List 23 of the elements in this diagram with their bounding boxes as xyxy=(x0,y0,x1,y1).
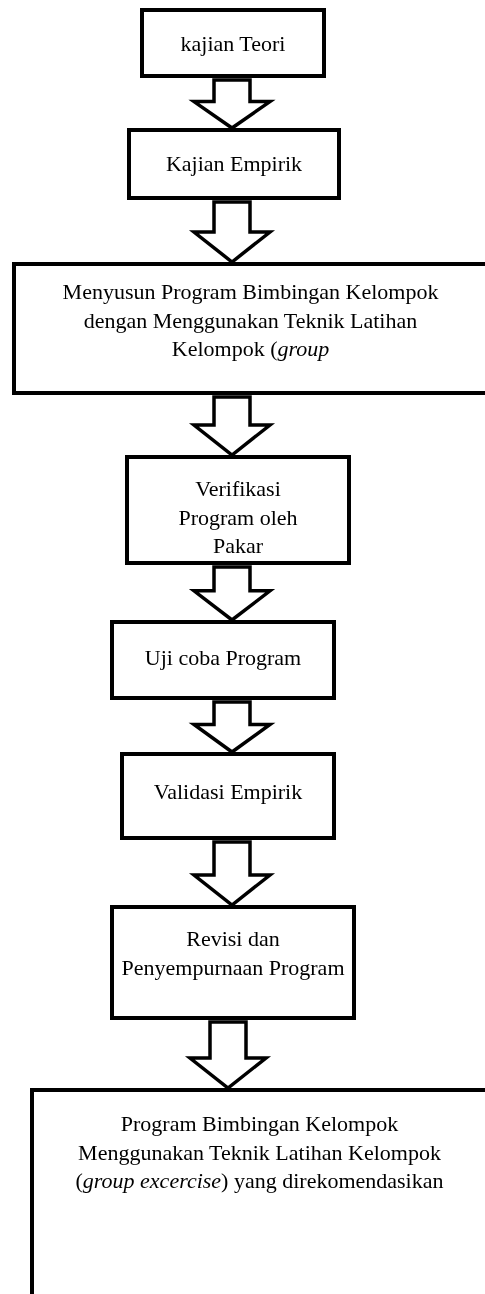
process-box xyxy=(30,1088,485,1294)
block-arrow xyxy=(188,700,276,755)
box-label: Menyusun Program Bimbingan Kelompok dengan Menggunakan Teknik Latihan Kelompok (group xyxy=(61,278,440,364)
box-label: Verifikasi Program oleh Pakar xyxy=(177,475,299,561)
process-box xyxy=(110,620,336,700)
process-box xyxy=(110,905,356,1020)
box-label: Kajian Empirik xyxy=(165,150,303,178)
block-arrow xyxy=(188,565,276,623)
block-arrow xyxy=(188,78,276,131)
process-box xyxy=(140,8,326,78)
box-label: Program Bimbingan Kelompok Menggunakan Teknik Latihan Kelompok (group excercise) yang direkomendasikan xyxy=(74,1110,445,1196)
process-box xyxy=(127,128,341,200)
block-arrow xyxy=(188,840,276,908)
box-label: kajian Teori xyxy=(180,30,286,58)
process-box xyxy=(120,752,336,840)
box-label: Revisi dan Penyempurnaan Program xyxy=(120,925,346,982)
process-box xyxy=(12,262,485,395)
block-arrow xyxy=(188,200,276,265)
box-label: Uji coba Program xyxy=(144,644,302,672)
box-label: Validasi Empirik xyxy=(153,778,303,806)
process-box xyxy=(125,455,351,565)
block-arrow xyxy=(184,1020,272,1091)
block-arrow xyxy=(188,395,276,458)
